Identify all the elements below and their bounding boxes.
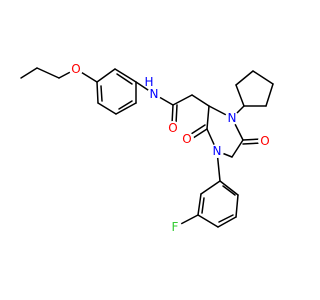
bond <box>97 102 117 115</box>
bond <box>201 197 205 214</box>
ring-nitrogen-top-label: N <box>228 111 237 125</box>
canvas-background <box>0 0 300 300</box>
bond <box>235 84 245 107</box>
fluorine-label: F <box>172 220 179 234</box>
bond <box>100 85 103 102</box>
bond <box>200 180 221 195</box>
bond <box>96 81 99 104</box>
bond <box>217 216 237 228</box>
atom-label-layer: O N H O N N O O F <box>69 62 272 234</box>
bond <box>96 68 116 83</box>
bond <box>114 68 137 83</box>
bond <box>116 73 133 85</box>
bond <box>171 104 174 125</box>
amide-hydrogen-label: H <box>144 75 153 89</box>
bond <box>115 102 137 115</box>
bond <box>252 70 274 85</box>
bond <box>197 193 202 216</box>
bond <box>235 194 239 218</box>
bond <box>206 105 210 130</box>
ether-oxygen-label: O <box>71 62 80 76</box>
ring-nitrogen-bottom-label: N <box>213 144 222 158</box>
bond <box>231 139 244 158</box>
amide-oxygen-label: O <box>168 121 177 135</box>
bond <box>235 70 254 86</box>
bond <box>222 185 236 196</box>
bond <box>175 104 178 125</box>
bond <box>197 214 219 228</box>
bond <box>219 180 239 196</box>
bond <box>218 214 234 223</box>
molecule-structure: O N H O N N O O F <box>0 0 300 300</box>
bond <box>20 67 38 79</box>
bond <box>265 83 274 107</box>
amide-nitrogen-label: N <box>150 87 159 101</box>
bond <box>36 67 60 79</box>
bond <box>172 94 193 106</box>
carbonyl-oxygen-left-label: O <box>182 132 191 146</box>
carbonyl-oxygen-right-label: O <box>260 134 269 148</box>
bond <box>191 94 210 107</box>
bond <box>118 100 133 110</box>
